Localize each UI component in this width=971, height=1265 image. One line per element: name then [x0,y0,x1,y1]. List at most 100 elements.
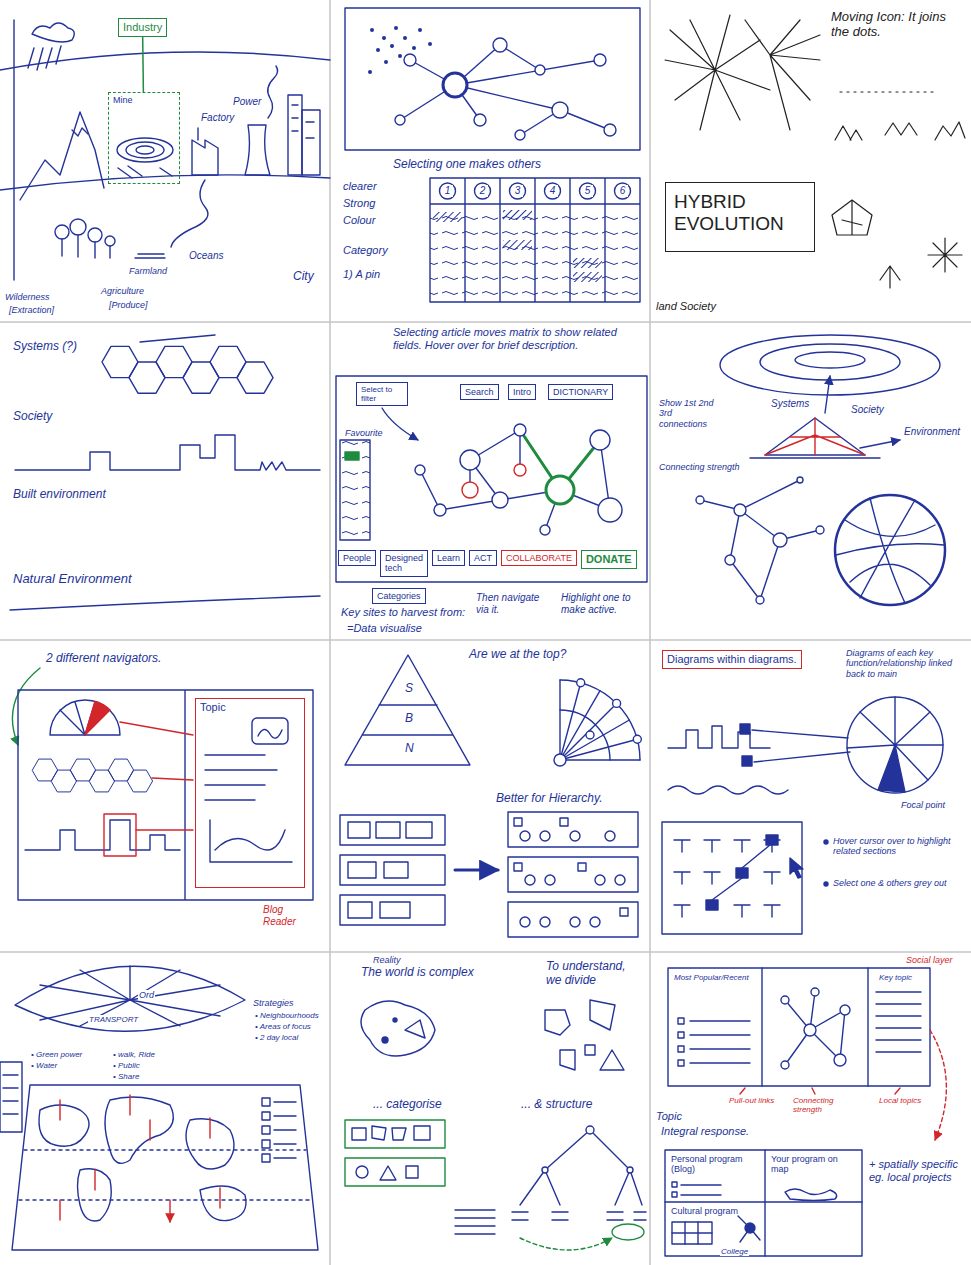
nested-diagram-sketch [704,840,720,852]
categorise-sketch [393,1018,397,1022]
matrix-table [430,178,640,302]
layer-sketch [10,596,320,610]
connection-sketch [773,533,787,547]
site-wireframe [811,988,819,996]
categorise-sketch [542,1167,548,1173]
layer-sketch [140,335,215,342]
matrix-table [475,183,491,199]
site-wireframe [745,1223,755,1233]
program-quadrant: Your program on map [767,1152,860,1200]
site-wireframe [665,1150,862,1256]
hierarchy-sketch [615,875,625,885]
matrix-table [430,178,640,302]
map-sketch [200,1186,246,1221]
layer-label: Built environment [12,488,107,502]
starburst-sketch [665,15,965,288]
filter-button: Select to filter [356,382,408,406]
matrix-table [503,210,532,220]
node-text: Topic [200,701,300,714]
site-wireframe [804,1024,816,1036]
node-text: Mine [113,95,175,105]
site-wireframe [672,1222,712,1244]
sketch-note: Are we at the top? [468,648,567,662]
network-sketch [535,65,545,75]
nested-diagram-sketch [766,835,778,845]
sketch-note: ... & structure [520,1098,593,1112]
program-quadrant: Personal program (Blog) [667,1152,763,1200]
sketch-note: Moving Icon: It joins the dots. [830,10,955,40]
hierarchy-sketch [340,855,445,885]
hierarchy-sketch [508,902,638,937]
matrix-wireframe [345,452,359,460]
site-wireframe [690,1021,750,1063]
network-sketch [394,26,398,30]
bullet-item: • walk, Ride [112,1050,156,1059]
matrix-wireframe [434,504,446,516]
starburst-sketch [745,20,820,130]
matrix-wireframe [420,430,610,530]
column-label: Key topic [878,973,913,982]
nested-diagram-sketch [764,872,780,884]
hierarchy-sketch [586,731,594,739]
matrix-table [503,240,532,250]
nav-button: DICTIONARY [548,384,613,400]
connection-sketch [816,526,824,534]
nested-diagram-sketch [824,840,828,844]
categorise-sketch [345,1120,445,1148]
connection-sketch [700,480,820,600]
landscape-sketch [117,138,173,162]
node-text: Learn [437,553,460,563]
nested-diagram-sketch [847,697,943,793]
nested-diagram-sketch [878,745,905,792]
network-sketch [404,54,416,66]
matrix-table [615,183,631,199]
sketch-note: College [720,1247,749,1256]
matrix-wireframe [415,465,425,475]
hierarchy-sketch [348,822,432,918]
connection-sketch [765,418,865,455]
sketch-note: =Data visualise [346,622,423,635]
node-text: Diagrams within diagrams. [667,653,797,666]
site-wireframe [665,1150,862,1256]
nested-diagram-sketch [740,724,750,734]
landscape-sketch [197,128,198,140]
hierarchy-sketch [520,831,530,841]
region-label: Agriculture [100,286,145,296]
landscape-sketch [292,105,314,138]
categorise-sketch [627,1167,633,1173]
node-text: Intro [513,387,531,397]
navigator-sketch [12,668,313,900]
site-wireframe [876,992,921,1052]
nav-button: Categories [372,588,426,604]
landscape-sketch [171,180,208,247]
callout-label: Connecting strength [792,1096,852,1114]
connection-sketch [797,477,803,483]
sketch-note: 2 different navigators. [45,652,162,666]
region-label: Wilderness [4,292,50,302]
node-text: Select to filter [361,385,403,403]
sketch-note: To understand, we divide [545,960,640,988]
layer-label: Society [12,410,53,424]
sketch-note: Then navigate via it. [475,592,555,615]
navigator-sketch [252,718,288,744]
nested-diagram-sketch [736,868,748,878]
landscape-sketch [77,235,78,257]
layer-label: Systems [770,398,810,410]
callout-number: 6 [618,185,628,197]
categorise-sketch [345,1000,646,1250]
sketch-note: Favourite [344,428,384,438]
starburst-sketch [835,122,965,140]
landscape-sketch [192,140,218,175]
hierarchy-sketch [570,917,580,927]
navigator-sketch [85,702,110,736]
landscape-sketch [268,66,278,118]
site-wireframe [930,1030,946,1140]
node-text: Search [465,387,494,397]
categorise-sketch [405,1020,425,1038]
map-sketch [105,1097,173,1163]
hierarchy-sketch [340,815,445,845]
panel-divider [329,0,331,1265]
panel-divider [0,951,971,953]
nested-diagram-sketch [742,756,752,766]
